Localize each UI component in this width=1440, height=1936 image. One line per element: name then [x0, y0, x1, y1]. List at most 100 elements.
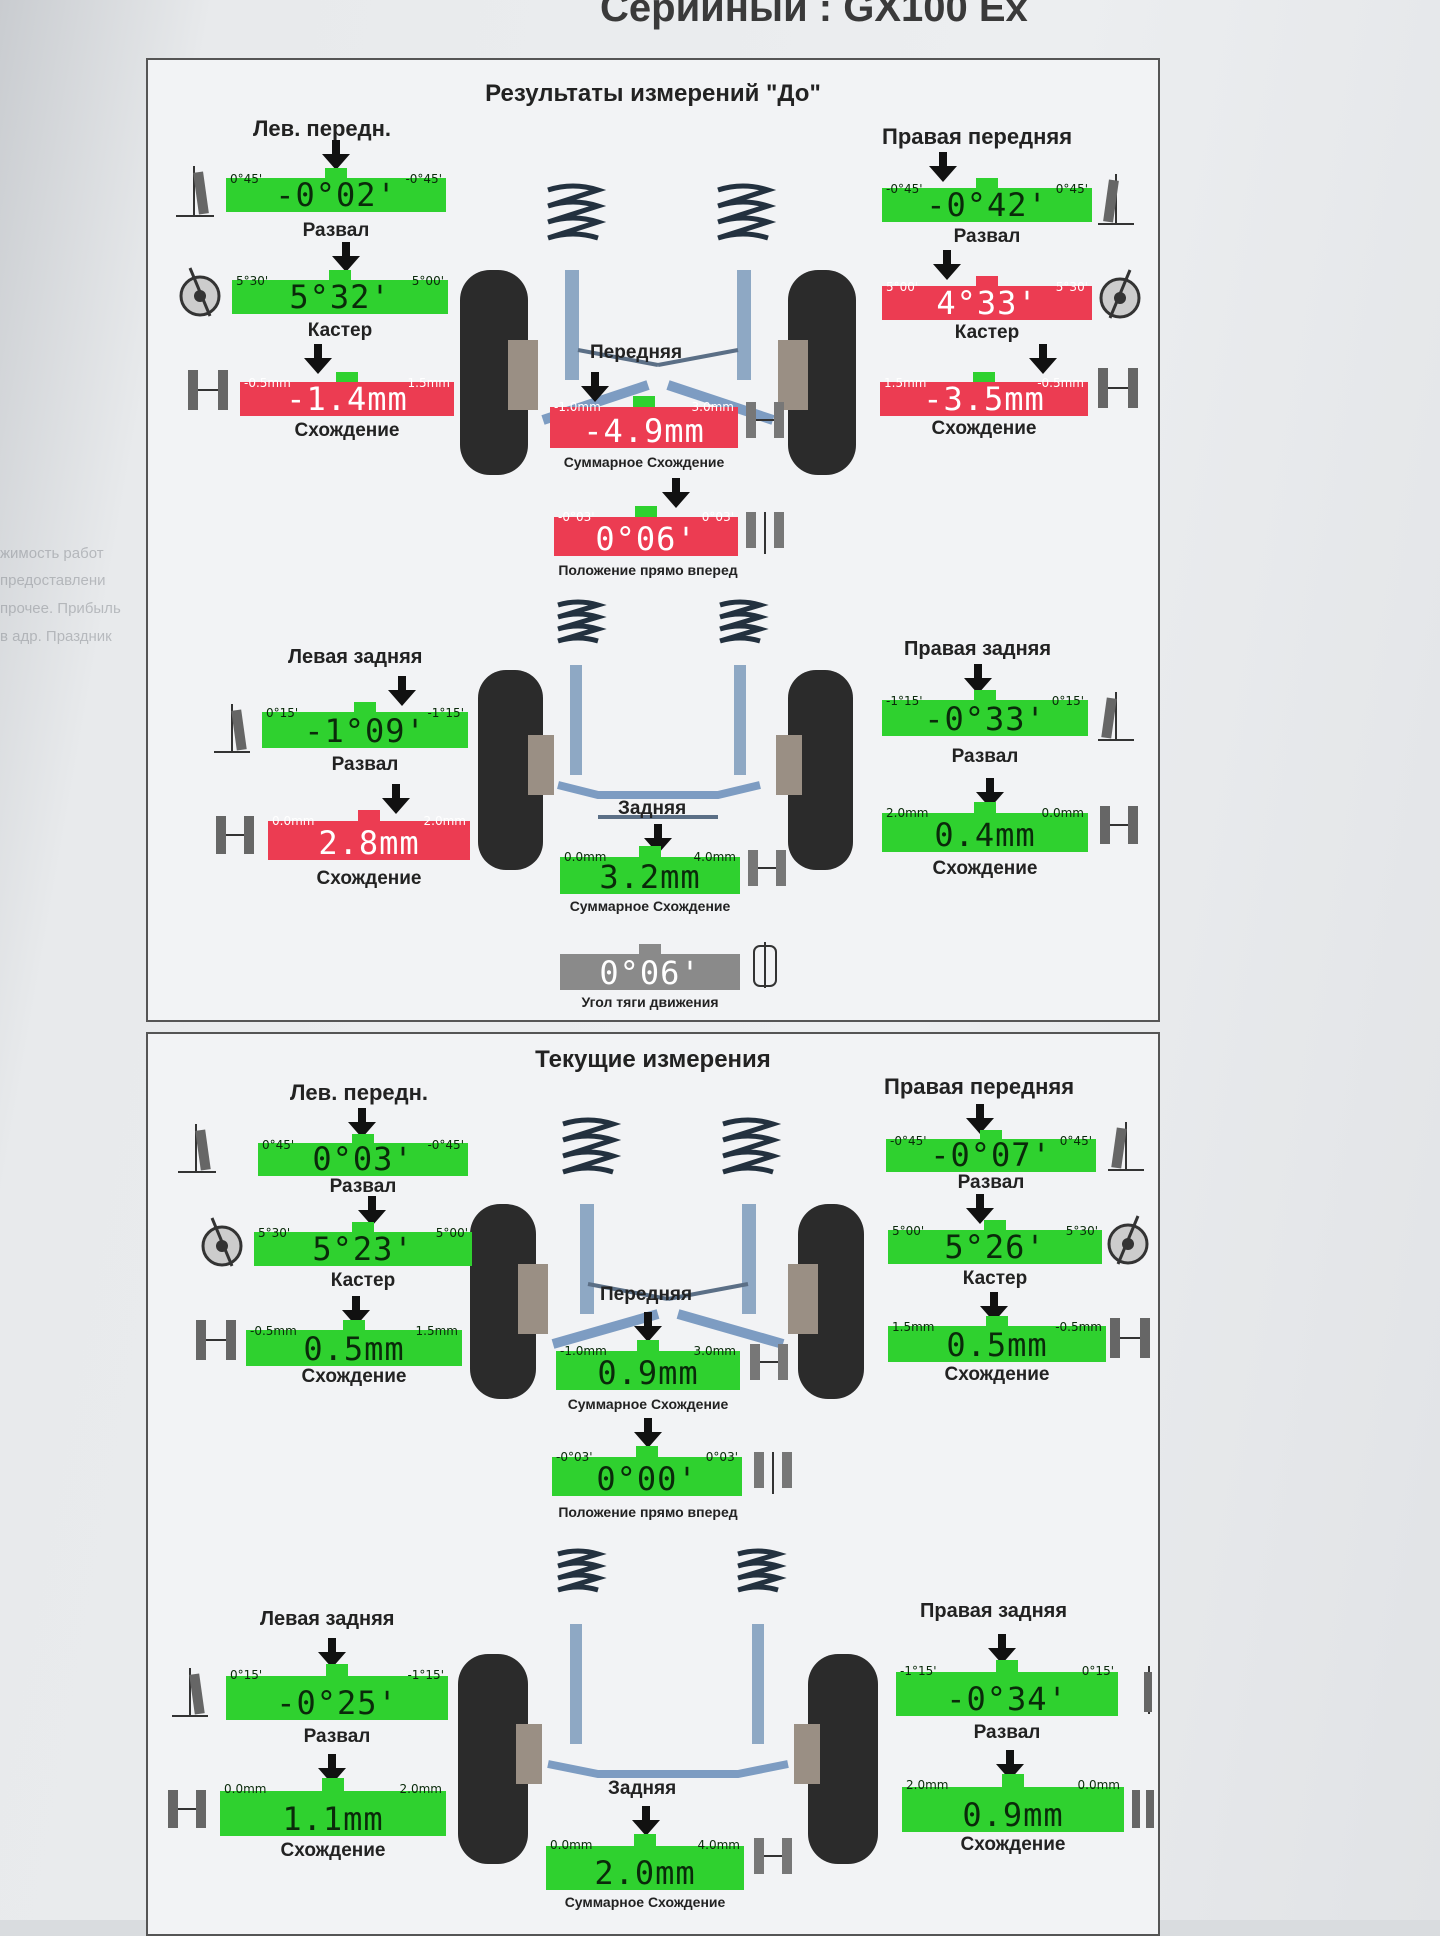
caster-diagram-icon	[1099, 269, 1141, 319]
gauge-max-limit: 0°03'	[701, 510, 734, 524]
lf-caster-gauge: 5°30' 5°00' 5°23'	[254, 1222, 472, 1266]
gauge-max-limit: 5°00'	[435, 1226, 468, 1240]
rf-caster-caption: Кастер	[962, 1268, 1028, 1289]
thrust-angle-value: 0°06'	[599, 954, 701, 992]
toe-diagram-icon	[1110, 1318, 1150, 1358]
gauge-min-limit: 5°30'	[236, 274, 269, 288]
rf-caster-gauge: 5°00'5°30'5°26'	[888, 1220, 1102, 1264]
camber-diagram-icon	[1098, 692, 1134, 741]
straight-ahead-gauge: -0°03'0°03'0°06'	[554, 506, 738, 556]
total-toe-diagram-icon	[750, 1344, 788, 1380]
gauge-min-limit: -0°03'	[556, 1450, 593, 1464]
straight-ahead-diagram-icon	[754, 1452, 792, 1494]
lr-toe-value: 2.8mm	[318, 824, 420, 862]
gauge-min-limit: -0°45'	[890, 1134, 927, 1148]
left-front-label: Лев. передн.	[253, 116, 391, 141]
gauge-min-limit: 5°00'	[886, 280, 919, 294]
gauge-max-limit: 1.5mm	[407, 376, 450, 390]
gauge-min-limit: 1.5mm	[884, 376, 927, 390]
rr-camber-value: -0°34'	[946, 1680, 1068, 1718]
rear-axle-label: Задняя	[618, 798, 687, 819]
rf-toe-caption: Схождение	[944, 1364, 1050, 1385]
rf-toe-gauge: 1.5mm-0.5mm-3.5mm	[880, 372, 1088, 416]
front-axle-label: Передняя	[590, 342, 683, 363]
front-suspension-illustration	[470, 1117, 864, 1399]
toe-diagram-icon	[1132, 1790, 1154, 1828]
gauge-min-limit: 0°45'	[230, 172, 263, 186]
gauge-min-limit: -1°15'	[886, 694, 923, 708]
lr-camber-gauge: 0°15'-1°15'-1°09'	[262, 702, 468, 748]
camber-diagram-icon	[176, 166, 214, 217]
straight-ahead-diagram-icon	[746, 512, 784, 554]
lf-caster-gauge: 5°30'5°00'5°32'	[232, 270, 448, 314]
lf-toe-value: -1.4mm	[286, 380, 408, 418]
gauge-max-limit: 5°30'	[1055, 280, 1088, 294]
toe-diagram-icon	[216, 816, 254, 854]
toe-diagram-icon	[1098, 368, 1138, 408]
gauge-max-limit: 2.0mm	[423, 814, 466, 828]
before-panel: Результаты измерений "До" Лев. передн. П…	[146, 58, 1160, 1022]
front-suspension-illustration	[460, 183, 856, 475]
gauge-max-limit: 0°15'	[1081, 1664, 1114, 1678]
lr-toe-caption: Схождение	[316, 868, 422, 889]
lf-camber-gauge: 0°45'-0°45'-0°02'	[226, 168, 446, 212]
current-panel: Текущие измерения Лев. передн. Правая пе…	[146, 1032, 1160, 1936]
caster-diagram-icon	[201, 1217, 243, 1267]
rf-caster-value: 4°33'	[936, 284, 1038, 322]
panel-title: Текущие измерения	[535, 1046, 771, 1073]
gauge-min-limit: 5°30'	[258, 1226, 291, 1240]
front-total-toe-value: 0.9mm	[597, 1354, 699, 1392]
gauge-min-limit: 2.0mm	[886, 806, 929, 820]
lr-camber-value: -0°25'	[276, 1684, 398, 1722]
total-toe-diagram-icon	[748, 850, 786, 886]
camber-diagram-icon	[172, 1668, 208, 1717]
gauge-max-limit: 0°03'	[705, 1450, 738, 1464]
rf-camber-caption: Развал	[953, 226, 1021, 247]
gauge-max-limit: 0°45'	[1059, 1134, 1092, 1148]
rear-total-toe-value: 3.2mm	[599, 858, 701, 896]
gauge-min-limit: 0°45'	[262, 1138, 295, 1152]
gauge-max-limit: 4.0mm	[697, 1838, 740, 1852]
right-rear-label: Правая задняя	[904, 638, 1052, 660]
lf-toe-gauge: -0.5mm 1.5mm-1.4mm	[240, 372, 454, 416]
gauge-min-limit: 0.0mm	[564, 850, 607, 864]
rf-camber-gauge: -0°45'0°45'-0°42'	[882, 178, 1092, 222]
rf-caster-value: 5°26'	[944, 1228, 1046, 1266]
rr-toe-value: 0.4mm	[934, 816, 1036, 854]
rf-toe-value: 0.5mm	[946, 1326, 1048, 1364]
lr-toe-value: 1.1mm	[282, 1800, 384, 1838]
gauge-max-limit: 0°45'	[1055, 182, 1088, 196]
gauge-min-limit: 0.0mm	[224, 1782, 267, 1796]
camber-diagram-icon	[1144, 1666, 1152, 1714]
gauge-min-limit: -0.5mm	[244, 376, 291, 390]
lf-caster-value: 5°23'	[312, 1230, 414, 1268]
lf-camber-value: -0°02'	[275, 176, 397, 214]
camber-diagram-icon	[1108, 1122, 1144, 1171]
lr-camber-gauge: 0°15'-1°15'-0°25'	[226, 1664, 448, 1720]
thrust-angle-gauge: 0°06'	[560, 944, 740, 990]
front-total-toe-caption: Суммарное Схождение	[567, 1396, 729, 1412]
report-header: Серийный : GX100 Ex	[600, 0, 1028, 30]
gauge-max-limit: 3.0mm	[691, 400, 734, 414]
panel-title: Результаты измерений "До"	[485, 80, 821, 107]
rr-camber-caption: Развал	[951, 746, 1019, 767]
front-total-toe-value: -4.9mm	[583, 412, 705, 450]
rr-toe-caption: Схождение	[932, 858, 1038, 879]
rf-toe-value: -3.5mm	[923, 380, 1045, 418]
rf-camber-caption: Развал	[957, 1172, 1025, 1193]
gauge-max-limit: 0°15'	[1051, 694, 1084, 708]
rf-toe-caption: Схождение	[931, 418, 1037, 439]
lf-camber-value: 0°03'	[312, 1140, 414, 1178]
straight-ahead-value: 0°06'	[595, 520, 697, 558]
straight-ahead-caption: Положение прямо вперед	[558, 562, 738, 578]
front-axle-label: Передняя	[600, 1284, 693, 1305]
camber-diagram-icon	[178, 1124, 216, 1173]
